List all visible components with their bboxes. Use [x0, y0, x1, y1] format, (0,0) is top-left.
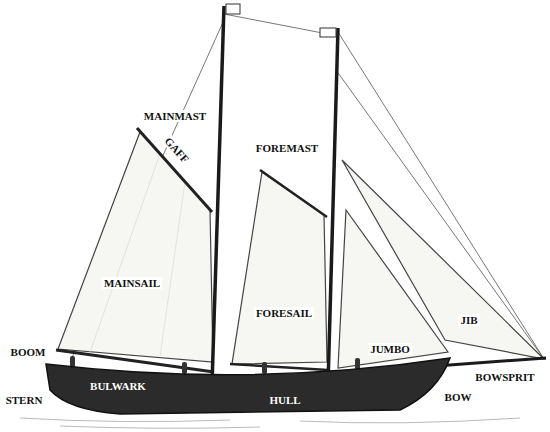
mainmast-spar [212, 6, 224, 385]
water-line [60, 426, 260, 428]
part-label: BOWSPRIT [473, 371, 536, 383]
part-label: MAINMAST [142, 110, 208, 122]
water [20, 418, 520, 428]
part-label: BOOM [9, 346, 48, 358]
part-label: MAINSAIL [102, 277, 162, 289]
part-label: FORESAIL [254, 307, 314, 319]
fore-gaff [260, 170, 327, 217]
part-label: JUMBO [368, 343, 412, 355]
mainsail-shape [58, 132, 213, 362]
foremast-spar [328, 28, 338, 385]
flag [226, 4, 240, 14]
part-label: FOREMAST [254, 142, 320, 154]
sail-seams [90, 154, 185, 356]
hull-shape [46, 358, 450, 414]
bowsprit-spar [436, 358, 546, 366]
main-gaff [137, 128, 212, 212]
spring-stay [224, 14, 338, 36]
part-label: STERN [4, 394, 45, 406]
part-label: HULL [267, 394, 302, 406]
foresail-shape [232, 172, 327, 364]
water-line [20, 418, 230, 422]
part-label: JIB [458, 314, 479, 326]
part-label: BULWARK [88, 380, 148, 392]
flag [320, 28, 336, 37]
part-label: BOW [443, 391, 474, 403]
jib-shape [342, 160, 544, 359]
fore-boom [230, 364, 328, 370]
water-line [300, 418, 520, 423]
